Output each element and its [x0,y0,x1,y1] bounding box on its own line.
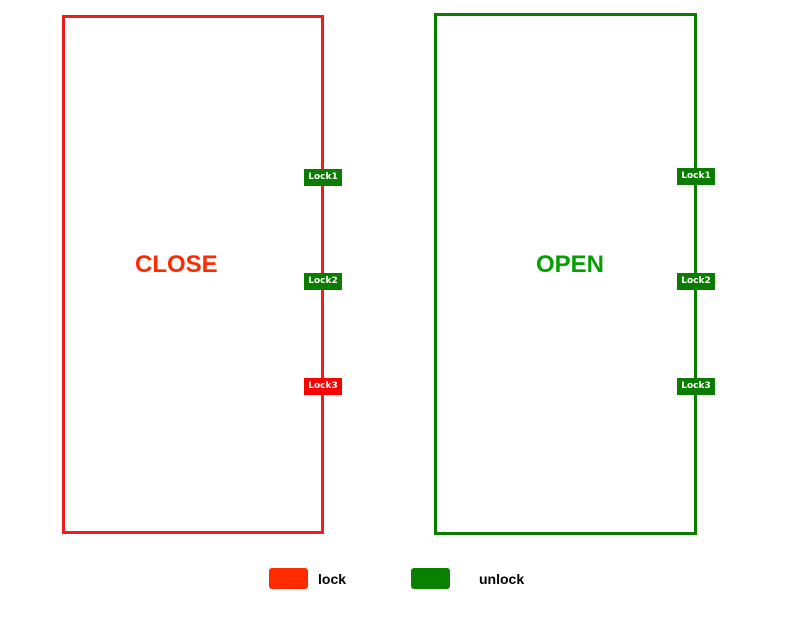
door-open-lock2[interactable]: Lock2 [677,273,715,290]
legend-unlock-label: unlock [479,571,525,587]
door-open-lock1[interactable]: Lock1 [677,168,715,185]
door-close-label: CLOSE [135,251,218,278]
legend-lock-swatch [269,568,308,589]
door-open-frame [434,13,697,535]
door-close-lock3[interactable]: Lock3 [304,378,342,395]
door-close-lock2[interactable]: Lock2 [304,273,342,290]
door-open-lock3[interactable]: Lock3 [677,378,715,395]
legend-unlock-swatch [411,568,450,589]
door-open-label: OPEN [536,251,605,278]
door-close-frame [62,15,324,534]
door-close-lock1[interactable]: Lock1 [304,169,342,186]
legend-lock-label: lock [318,571,347,587]
